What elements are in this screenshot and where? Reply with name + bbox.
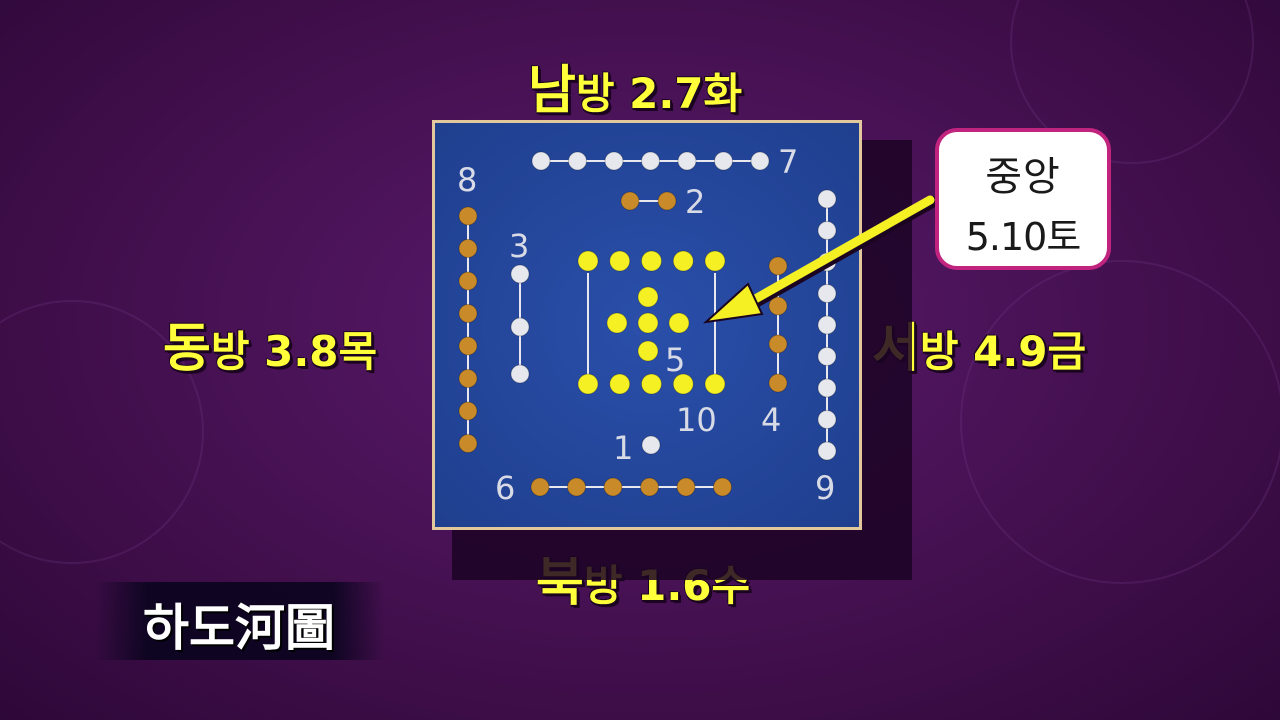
group-7-dot	[641, 151, 660, 171]
center-callout: 중앙 5.10토	[935, 128, 1111, 270]
group-5-dot	[668, 312, 690, 334]
group-7-dot	[714, 151, 733, 171]
group-1-dot	[641, 435, 661, 455]
label-east-char: 동	[163, 319, 211, 379]
group-6-dot	[530, 477, 550, 497]
group-5-dot	[637, 340, 659, 362]
group-7-dot	[531, 151, 551, 171]
group-10-dot	[704, 373, 726, 395]
group-6-dot	[676, 477, 696, 497]
label-east-text: 방 3.8목	[210, 327, 378, 376]
number-9: 9	[815, 469, 836, 507]
group-9-dot	[817, 378, 837, 398]
group-5-dot	[637, 286, 659, 308]
group-7-dot	[750, 151, 770, 171]
group-6-dot	[567, 477, 586, 497]
group-7-dot	[677, 151, 697, 171]
group-5-dot	[606, 312, 628, 334]
group-6-dot	[713, 477, 732, 497]
group-10-dot	[641, 373, 662, 395]
group-8-dot	[458, 304, 478, 323]
group-3-dot	[510, 264, 530, 284]
callout-title: 중앙	[985, 154, 1061, 200]
group-10-dot	[704, 250, 726, 272]
group-3-dot	[510, 364, 530, 384]
label-east: 동방 3.8목	[163, 306, 377, 381]
number-3: 3	[509, 227, 530, 265]
number-4: 4	[761, 401, 782, 439]
group-3-dot	[510, 317, 530, 337]
group-8-dot	[458, 369, 478, 388]
label-south-char: 남	[528, 61, 576, 121]
group-8-dot	[458, 336, 478, 356]
group-9-dot	[817, 315, 837, 335]
group-9-dot	[817, 441, 837, 461]
number-2: 2	[685, 183, 706, 221]
group-10-dot	[672, 373, 694, 395]
group-8-dot	[458, 271, 478, 291]
group-8-dot	[458, 434, 478, 453]
group-10-dot	[672, 250, 694, 272]
group-9-dot	[817, 284, 837, 303]
group-10-dot	[641, 250, 662, 272]
number-1: 1	[613, 429, 634, 467]
dots-layer	[458, 151, 837, 497]
group-10-dot	[609, 250, 631, 272]
label-west-text: 방 4.9금	[919, 327, 1087, 376]
label-south-text: 방 2.7화	[575, 69, 743, 118]
diagram-title: 하도河圖	[143, 598, 335, 657]
group-9-dot	[817, 189, 837, 209]
group-9-dot	[817, 347, 837, 366]
group-9-dot	[817, 252, 837, 272]
number-10: 10	[676, 401, 717, 439]
group-6-dot	[603, 477, 623, 497]
title-bar	[95, 582, 385, 660]
background-swirl	[960, 260, 1280, 584]
group-7-dot	[604, 151, 624, 171]
group-4-dot	[768, 296, 788, 316]
group-10-dot	[577, 373, 599, 395]
group-9-dot	[817, 221, 837, 240]
group-4-dot	[768, 334, 788, 354]
number-5: 5	[665, 341, 686, 379]
group-2-dot	[620, 191, 640, 211]
group-8-dot	[458, 206, 478, 226]
group-2-dot	[657, 191, 677, 211]
group-10-dot	[609, 373, 631, 395]
group-4-dot	[768, 373, 788, 393]
group-4-dot	[768, 256, 788, 276]
group-5-dot	[637, 312, 659, 334]
label-south: 남방 2.7화	[528, 48, 742, 123]
callout-value: 5.10토	[965, 215, 1082, 259]
group-8-dot	[458, 401, 478, 421]
number-6: 6	[495, 469, 516, 507]
group-7-dot	[568, 151, 587, 171]
hado-board: 7 2 8 3 5 10 4 1 6 9	[432, 120, 862, 530]
group-8-dot	[458, 239, 478, 258]
number-7: 7	[778, 143, 799, 181]
group-10-dot	[577, 250, 599, 272]
group-6-dot	[640, 477, 659, 497]
group-9-dot	[817, 410, 837, 429]
number-8: 8	[457, 161, 478, 199]
